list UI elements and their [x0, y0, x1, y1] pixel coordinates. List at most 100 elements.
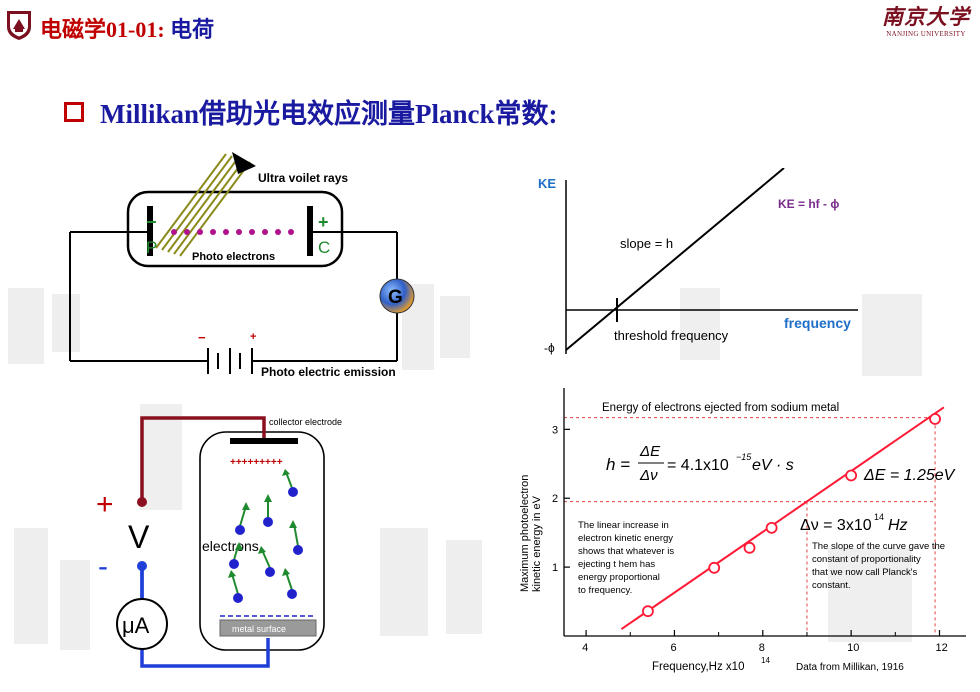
voltmeter-minus: - [98, 550, 108, 583]
header-title: 电磁学01-01: 电荷 [40, 12, 214, 44]
note-right-line: constant. [812, 580, 851, 591]
data-point [708, 561, 721, 574]
note-left-line: to frequency. [578, 585, 632, 596]
note-left-line: electron kinetic energy [578, 533, 673, 544]
uv-arrow-icon [232, 152, 256, 174]
electron-dots [229, 487, 303, 603]
header-title-code: 电磁学01-01: [40, 17, 165, 42]
slide-title-text: Millikan借助光电效应测量Planck常数: [100, 99, 558, 129]
formula-value: = 4.1x10 [667, 457, 729, 474]
x-tick-label: 6 [670, 642, 676, 654]
note-left-line: The linear increase in [578, 520, 669, 531]
note-right-line: The slope of the curve gave the [812, 541, 945, 552]
planck-formula: h = ΔE Δν = 4.1x10 −15 eV · s [606, 443, 794, 484]
university-logo-chinese: 南京大学 [882, 4, 970, 29]
photo-electron-dots [171, 229, 294, 235]
ammeter-label: μA [122, 613, 150, 638]
note-right: The slope of the curve gave the constant… [812, 541, 945, 591]
data-point [743, 541, 756, 554]
ke-x-label: frequency [784, 315, 851, 331]
delta-nu-value: Δν = 3x10 [800, 517, 872, 534]
formula-units: eV · s [752, 457, 794, 474]
collector-label: collector electrode [269, 417, 342, 427]
cathode-label: P [146, 238, 157, 257]
ke-slope-label: slope = h [620, 236, 673, 251]
data-point [845, 469, 858, 482]
metal-surface [219, 619, 317, 637]
chart-y-label-line2: kinetic energy in eV [531, 495, 543, 592]
collector-wire [140, 416, 266, 500]
x-tick-label: 12 [935, 642, 947, 654]
galvanometer-label: G [388, 287, 403, 308]
chart-source: Data from Millikan, 1916 [796, 662, 904, 673]
chart-x-label: Frequency,Hz x10 [652, 661, 744, 673]
battery-icon [207, 348, 253, 374]
y-tick-label: 3 [552, 424, 558, 436]
ammeter-icon [116, 598, 168, 650]
note-left: The linear increase in electron kinetic … [578, 520, 674, 596]
voltmeter-label: V [128, 519, 150, 555]
university-crest-icon [7, 11, 31, 40]
y-tick-label: 1 [552, 562, 558, 574]
chart-y-label: Maximum photoelectron kinetic energy in … [519, 475, 543, 592]
chart-guides [564, 413, 936, 636]
data-point [929, 413, 941, 425]
ke-equation: KE = hf - ϕ [778, 197, 839, 211]
formula-numerator: ΔE [639, 443, 661, 460]
cathode-minus: − [146, 212, 157, 232]
note-left-line: ejecting t hem has [578, 559, 655, 570]
y-tick-label: 2 [552, 493, 558, 505]
delta-nu-exponent: 14 [874, 512, 884, 522]
millikan-apparatus-diagram: collector electrode +++++++++ metal surf… [96, 416, 342, 668]
chart-points [642, 413, 941, 618]
delta-nu-label: Δν = 3x10 14 Hz [800, 512, 908, 534]
threshold-label: threshold frequency [614, 328, 729, 343]
ke-line [565, 168, 785, 351]
note-right-line: that we now call Planck's [812, 567, 918, 578]
ke-frequency-plot: KE KE = hf - ϕ slope = h frequency thres… [538, 168, 858, 355]
anode-plus: + [318, 212, 329, 232]
chart-title: Energy of electrons ejected from sodium … [602, 402, 839, 414]
university-logo-english: NANJING UNIVERSITY [886, 30, 966, 38]
delta-nu-unit: Hz [888, 517, 908, 534]
university-logo: 南京大学 NANJING UNIVERSITY [878, 4, 974, 46]
header-title-topic: 电荷 [170, 17, 215, 42]
ke-intercept-label: -ϕ [544, 341, 555, 355]
note-left-line: energy proportional [578, 572, 660, 583]
electron-arrowheads [228, 469, 297, 578]
square-bullet-icon [64, 101, 84, 122]
electrons-label: electrons [202, 538, 259, 554]
voltmeter-minus-terminal [137, 561, 147, 571]
formula-exponent: −15 [736, 452, 752, 462]
formula-lhs: h = [606, 455, 630, 474]
chart-x-exponent: 14 [761, 656, 770, 665]
x-tick-label: 4 [582, 642, 588, 654]
data-point [765, 521, 778, 534]
galvanometer-icon [379, 278, 415, 314]
metal-surface-label: metal surface [232, 624, 286, 634]
note-left-line: shows that whatever is [578, 546, 674, 557]
x-tick-label: 8 [759, 642, 765, 654]
note-right-line: constant of proportionality [812, 554, 921, 565]
voltmeter-plus-terminal [137, 497, 147, 507]
collector-electrode [230, 438, 298, 444]
x-tick-label: 10 [847, 642, 859, 654]
collector-charges: +++++++++ [230, 457, 283, 468]
battery-minus: − [198, 330, 206, 345]
formula-denominator: Δν [639, 467, 658, 484]
battery-plus: + [250, 331, 256, 343]
emission-label: Photo electric emission [261, 365, 396, 379]
voltmeter-plus: + [96, 488, 114, 521]
anode-label: C [318, 238, 330, 257]
ke-y-label: KE [538, 176, 556, 191]
uv-label: Ultra voilet rays [258, 171, 348, 185]
chart-fit-line [620, 406, 945, 630]
chart-y-label-line1: Maximum photoelectron [519, 475, 531, 592]
slide-title: Millikan借助光电效应测量Planck常数: [64, 92, 558, 131]
photo-electrons-label: Photo electrons [192, 251, 275, 263]
delta-e-label: ΔE = 1.25eV [863, 467, 956, 484]
